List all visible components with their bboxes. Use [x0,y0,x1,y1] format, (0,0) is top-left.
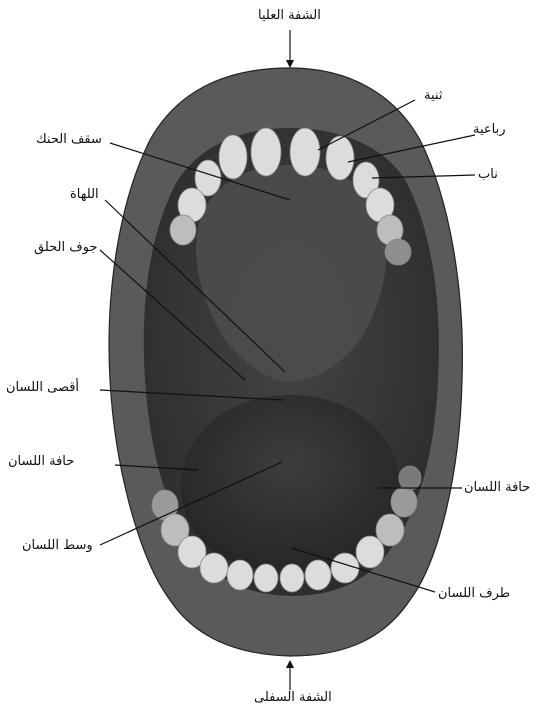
label-tongue-edge-right: حافة اللسان [464,480,530,496]
label-tongue-back: أقصى اللسان [6,380,79,396]
label-hard-palate: سقف الحنك [36,132,102,148]
label-tongue-tip: طرف اللسان [438,586,510,602]
label-tongue-edge-left: حافة اللسان [8,454,74,470]
label-upper-lip: الشفة العليا [258,8,321,24]
label-lower-lip: الشفة السفلى [254,690,332,706]
label-central-incisor: ثنية [424,88,442,104]
arrow-upper-lip [286,60,294,68]
label-pharynx: جوف الحلق [34,240,97,256]
label-canine: ناب [478,167,498,183]
arrow-lower-lip [286,660,294,668]
label-uvula: اللهاة [70,187,99,203]
label-lateral-incisor: رباعية [473,122,506,138]
label-tongue-middle: وسط اللسان [22,538,93,554]
